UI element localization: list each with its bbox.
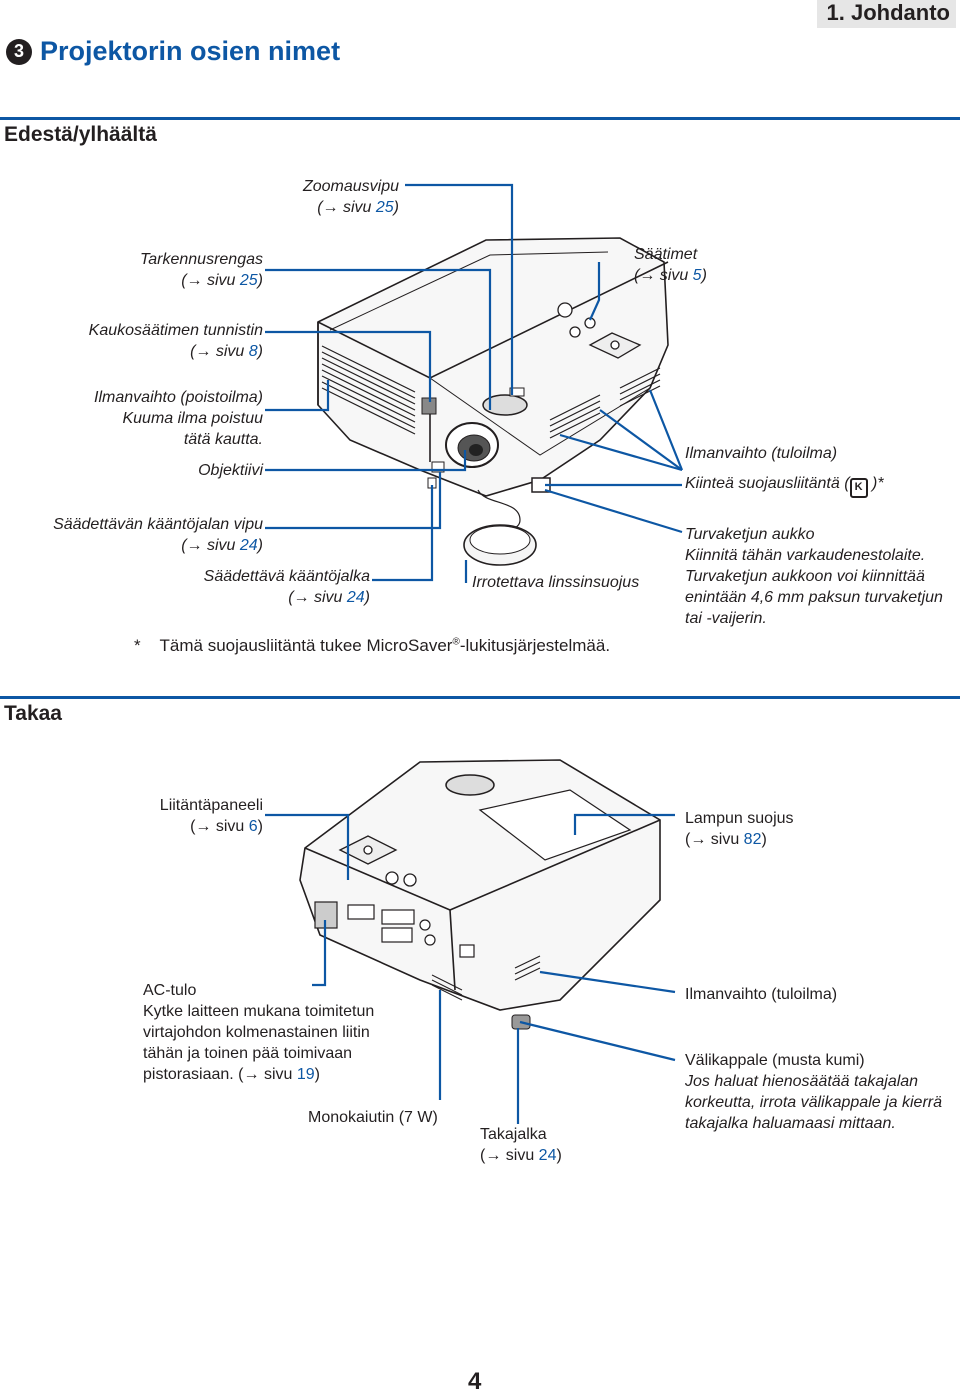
front-projector-illustration [265,183,684,583]
label-rear-foot: Takajalka (→ sivu 24) [480,1126,562,1164]
label-controls: Säätimet (→ sivu 5) [634,246,707,284]
label-remote-sensor: Kaukosäätimen tunnistin (→ sivu 8) [88,322,263,360]
label-lens-cap: Irrotettava linssinsuojus [472,574,640,591]
section-number-badge: 3 [6,38,32,65]
label-rubber-spacer: Välikappale (musta kumi) Jos haluat hien… [685,1052,943,1132]
label-tilt-foot-lever: Säädettävän kääntöjalan vipu (→ sivu 24) [53,516,263,554]
section-heading-front: Edestä/ylhäältä [0,117,960,147]
label-security-chain-opening: Turvaketjun aukko Kiinnitä tähän varkaud… [685,526,943,627]
label-lens: Objektiivi [198,462,263,479]
page-title: 3 Projektorin osien nimet [6,36,340,67]
page-number: 4 [468,1368,482,1395]
label-rear-intake-vent: Ilmanvaihto (tuloilma) [685,986,838,1003]
label-lamp-cover: Lampun suojus (→ sivu 82) [685,810,794,848]
label-ac-input: AC-tulo Kytke laitteen mukana toimitetun… [143,982,375,1083]
label-focus-ring: Tarkennusrengas (→ sivu 25) [139,251,263,289]
label-zoom-lever: Zoomausvipu (→ sivu 25) [302,178,399,216]
label-tilt-foot: Säädettävä kääntöjalka (→ sivu 24) [203,568,370,606]
section-heading-rear: Takaa [0,696,960,726]
label-security-slot: Kiinteä suojausliitäntä (K )* [685,473,884,498]
kensington-lock-icon: K [849,478,868,498]
label-exhaust-vent: Ilmanvaihto (poistoilma) Kuuma ilma pois… [94,389,263,448]
page-title-text: Projektorin osien nimet [40,36,341,66]
footnote: * Tämä suojausliitäntä tukee MicroSaver®… [134,636,611,655]
label-terminal-panel: Liitäntäpaneeli (→ sivu 6) [159,797,263,835]
label-speaker: Monokaiutin (7 W) [308,1109,438,1126]
chapter-header: 1. Johdanto [816,0,956,28]
label-intake-vent: Ilmanvaihto (tuloilma) [685,445,838,462]
